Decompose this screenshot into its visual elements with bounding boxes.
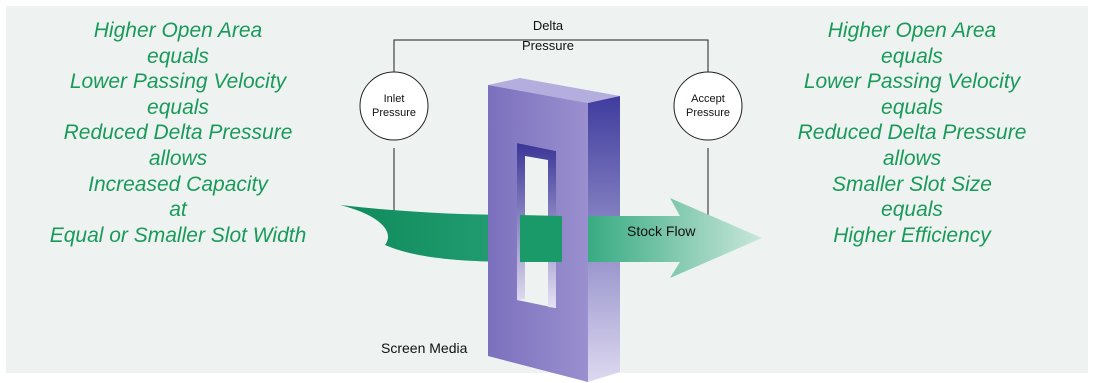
- delta-label-line2: Pressure: [522, 38, 574, 53]
- stock-flow-label: Stock Flow: [627, 223, 696, 239]
- accept-pressure-gauge: [673, 71, 743, 141]
- left-line: at: [169, 198, 187, 222]
- left-line: allows: [148, 146, 208, 170]
- right-line: equals: [881, 44, 943, 68]
- left-explanation: Higher Open Area equals Lower Passing Ve…: [13, 18, 343, 248]
- left-line: equals: [147, 44, 209, 68]
- right-line: Reduced Delta Pressure: [797, 121, 1027, 145]
- left-line: Higher Open Area: [93, 19, 263, 42]
- accept-label-line2: Pressure: [686, 107, 730, 119]
- inlet-pressure-gauge: [359, 71, 429, 141]
- stock-flow-arrow-pass: [520, 215, 562, 262]
- media-front-face: [488, 85, 588, 382]
- right-line: equals: [881, 198, 943, 222]
- right-line: Lower Passing Velocity: [803, 70, 1021, 94]
- delta-label-line1: Delta: [533, 18, 564, 33]
- screen-media-label: Screen Media: [381, 340, 468, 356]
- accept-label-line1: Accept: [691, 93, 725, 105]
- right-line: Higher Open Area: [827, 19, 997, 42]
- stock-flow-arrow-tail: [340, 205, 520, 262]
- right-line: Higher Efficiency: [833, 223, 991, 247]
- left-line: equals: [147, 95, 209, 119]
- inlet-label-line2: Pressure: [372, 107, 416, 119]
- inlet-label-line1: Inlet: [384, 93, 405, 105]
- media-top-face: [488, 78, 620, 103]
- stock-flow-arrow-head: [588, 198, 762, 278]
- right-line: equals: [881, 95, 943, 119]
- left-line: Equal or Smaller Slot Width: [49, 223, 307, 247]
- right-line: allows: [882, 146, 942, 170]
- left-line: Lower Passing Velocity: [69, 70, 287, 94]
- right-explanation: Higher Open Area equals Lower Passing Ve…: [747, 18, 1077, 248]
- screen-media: [488, 78, 620, 382]
- right-line: Smaller Slot Size: [832, 172, 992, 196]
- left-line: Increased Capacity: [88, 172, 268, 196]
- left-line: Reduced Delta Pressure: [63, 121, 293, 145]
